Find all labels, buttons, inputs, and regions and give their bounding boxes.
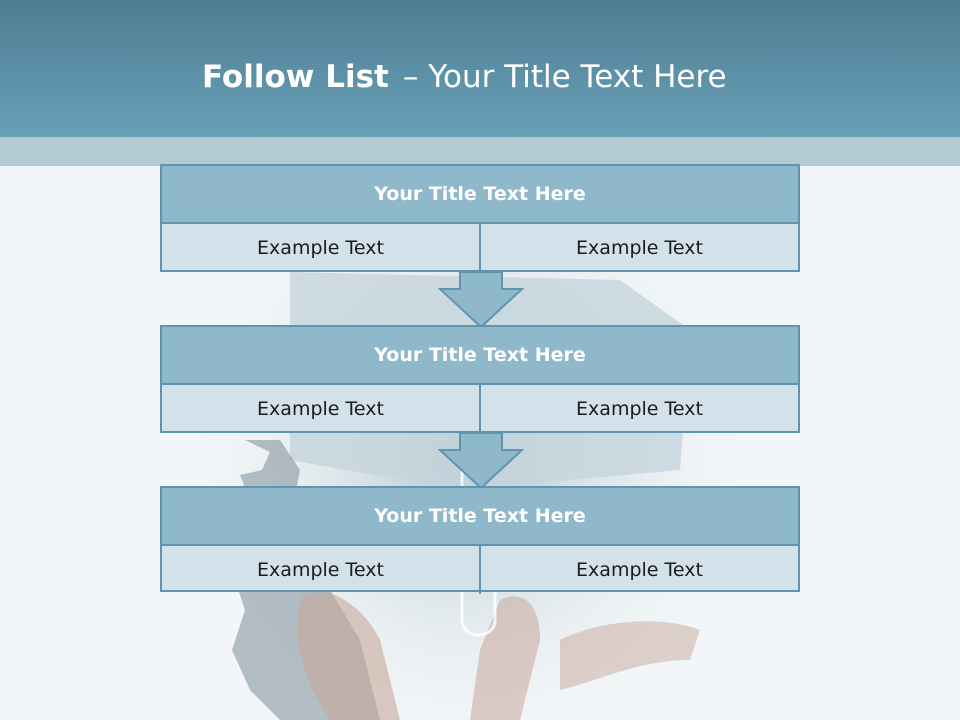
list-box-3: Your Title Text Here Example Text Exampl… bbox=[160, 486, 800, 594]
list-box-2: Your Title Text Here Example Text Exampl… bbox=[160, 325, 800, 433]
list-box-1: Your Title Text Here Example Text Exampl… bbox=[160, 164, 800, 272]
list-box-title: Your Title Text Here bbox=[162, 488, 798, 546]
list-box-row: Example Text Example Text bbox=[162, 224, 798, 272]
list-box-title: Your Title Text Here bbox=[162, 166, 798, 224]
list-box-title: Your Title Text Here bbox=[162, 327, 798, 385]
list-box-cell-right: Example Text bbox=[576, 559, 703, 581]
slide-title-rest: – Your Title Text Here bbox=[402, 59, 727, 95]
slide-title-bold: Follow List bbox=[202, 59, 389, 95]
list-box-cell-right: Example Text bbox=[576, 237, 703, 259]
list-box-row: Example Text Example Text bbox=[162, 546, 798, 594]
list-box-cell-left: Example Text bbox=[162, 224, 481, 272]
list-box-cell-right: Example Text bbox=[576, 398, 703, 420]
list-box-cell-left: Example Text bbox=[162, 546, 481, 594]
header-band bbox=[0, 0, 960, 137]
header-subband bbox=[0, 137, 960, 166]
list-box-row: Example Text Example Text bbox=[162, 385, 798, 433]
down-arrow-icon bbox=[438, 271, 524, 329]
slide-title: Follow List – Your Title Text Here bbox=[202, 55, 727, 99]
down-arrow-icon bbox=[438, 432, 524, 490]
list-box-cell-left: Example Text bbox=[162, 385, 481, 433]
